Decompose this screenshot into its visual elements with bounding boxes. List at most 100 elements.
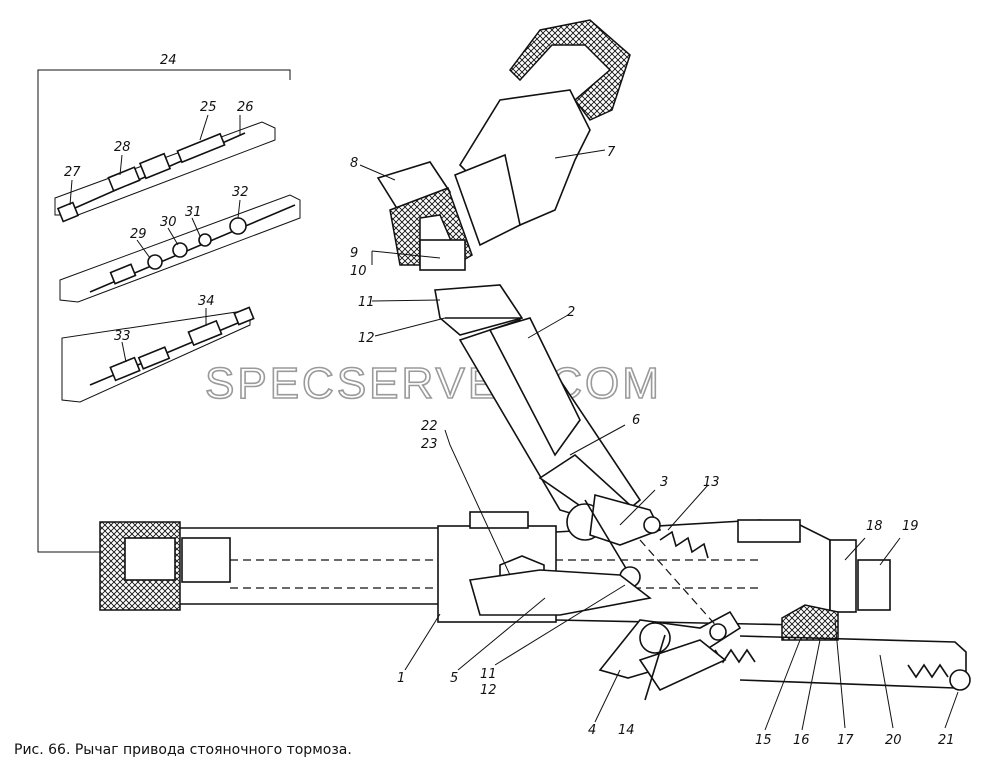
lever-slot — [488, 317, 581, 457]
leader-4 — [594, 669, 621, 723]
upper-tab — [737, 519, 801, 543]
leader-3 — [619, 489, 656, 526]
leader-12 — [374, 317, 446, 337]
top-plate — [469, 511, 529, 529]
callout-21: 21 — [938, 733, 955, 748]
callout-12-lower: 12 — [480, 683, 497, 698]
inner-sleeve — [124, 537, 176, 581]
callout-33: 33 — [114, 329, 131, 344]
collar-18 — [829, 539, 857, 613]
lever-group — [458, 317, 727, 641]
tip-33 — [109, 356, 141, 382]
leader-28 — [119, 154, 123, 176]
callout-32: 32 — [232, 185, 249, 200]
nut-32 — [229, 217, 247, 235]
callout-10: 10 — [350, 264, 367, 279]
leader-18 — [844, 537, 866, 561]
callout-8: 8 — [350, 156, 358, 171]
callout-7: 7 — [607, 145, 616, 160]
latch-14 — [638, 639, 727, 692]
callout-25: 25 — [200, 100, 217, 115]
callout-20: 20 — [885, 733, 902, 748]
group-leader-line — [37, 78, 100, 553]
pawl-pivot — [639, 622, 671, 654]
callout-labels: 24 25 26 27 28 29 30 31 32 33 34 8 7 9 1… — [64, 53, 955, 748]
leader-30 — [167, 227, 179, 246]
group-bracket-24 — [37, 69, 291, 80]
callout-27: 27 — [64, 165, 81, 180]
leader-22-23 — [444, 429, 511, 576]
pawl-4 — [598, 610, 742, 679]
handle-neck — [453, 153, 521, 247]
leader-29 — [136, 239, 151, 259]
pawl-group — [598, 610, 742, 701]
callout-15: 15 — [755, 733, 772, 748]
leader-15 — [764, 639, 801, 731]
part-29-body — [109, 263, 137, 285]
leader-14 — [644, 634, 666, 701]
callout-18: 18 — [866, 519, 883, 534]
leader-17 — [834, 619, 846, 729]
callout-3: 3 — [660, 475, 668, 490]
leader-lines — [69, 114, 959, 731]
leader-16 — [801, 639, 821, 731]
callout-28: 28 — [114, 140, 131, 155]
callout-34: 34 — [198, 294, 215, 309]
callout-30: 30 — [160, 215, 177, 230]
leader-19 — [879, 537, 901, 566]
end-cap-27 — [56, 201, 80, 223]
link-5 — [468, 569, 652, 616]
hatched-seal-15-16 — [781, 604, 839, 641]
washer-31 — [198, 233, 212, 247]
leader-1 — [404, 613, 441, 671]
sleeve-11-12 — [434, 284, 524, 336]
leader-11 — [371, 299, 441, 302]
callout-12-upper: 12 — [358, 331, 375, 346]
ring-21 — [949, 669, 971, 691]
spring-13 — [659, 530, 709, 559]
leader-6 — [569, 424, 626, 456]
callout-23: 23 — [421, 437, 438, 452]
figure-caption: Рис. 66. Рычаг привода стояночного тормо… — [14, 742, 352, 758]
callout-13: 13 — [703, 475, 720, 490]
callout-6: 6 — [632, 413, 640, 428]
cable-assembly-group — [37, 69, 301, 553]
washer-30 — [172, 242, 188, 258]
leader-7 — [554, 149, 606, 159]
callout-1: 1 — [397, 671, 405, 686]
callout-24: 24 — [160, 53, 177, 68]
leader-31 — [191, 217, 201, 237]
sleeve-25 — [176, 132, 226, 164]
callout-31: 31 — [185, 205, 202, 220]
watermark: SPECSERVER.COM — [205, 359, 662, 408]
leader-13 — [667, 484, 709, 531]
handle-grip-hatched — [509, 19, 631, 121]
callout-2: 2 — [567, 305, 575, 320]
callout-11-lower: 11 — [480, 667, 497, 682]
callout-14: 14 — [618, 723, 635, 738]
leader-2 — [527, 314, 569, 339]
pin-3 — [643, 516, 661, 534]
callout-16: 16 — [793, 733, 810, 748]
leader-8 — [359, 164, 396, 181]
leader-32 — [237, 199, 241, 219]
leader-27 — [69, 179, 73, 206]
leader-20 — [879, 654, 894, 729]
leader-9 — [371, 250, 441, 259]
spring-axis — [639, 539, 721, 631]
rod-6 — [584, 499, 631, 576]
leader-5 — [457, 597, 546, 671]
callout-19: 19 — [902, 519, 919, 534]
leader-11-12 — [494, 584, 626, 666]
handle-group — [376, 19, 631, 336]
spring-hook — [709, 623, 727, 641]
callout-4: 4 — [588, 723, 596, 738]
spring-part — [137, 346, 171, 370]
sleeve-34 — [187, 319, 223, 347]
callout-11-upper: 11 — [358, 295, 375, 310]
callout-26: 26 — [237, 100, 254, 115]
tube-outline — [180, 527, 440, 605]
rod-20 — [739, 635, 967, 689]
leader-33 — [121, 341, 127, 363]
